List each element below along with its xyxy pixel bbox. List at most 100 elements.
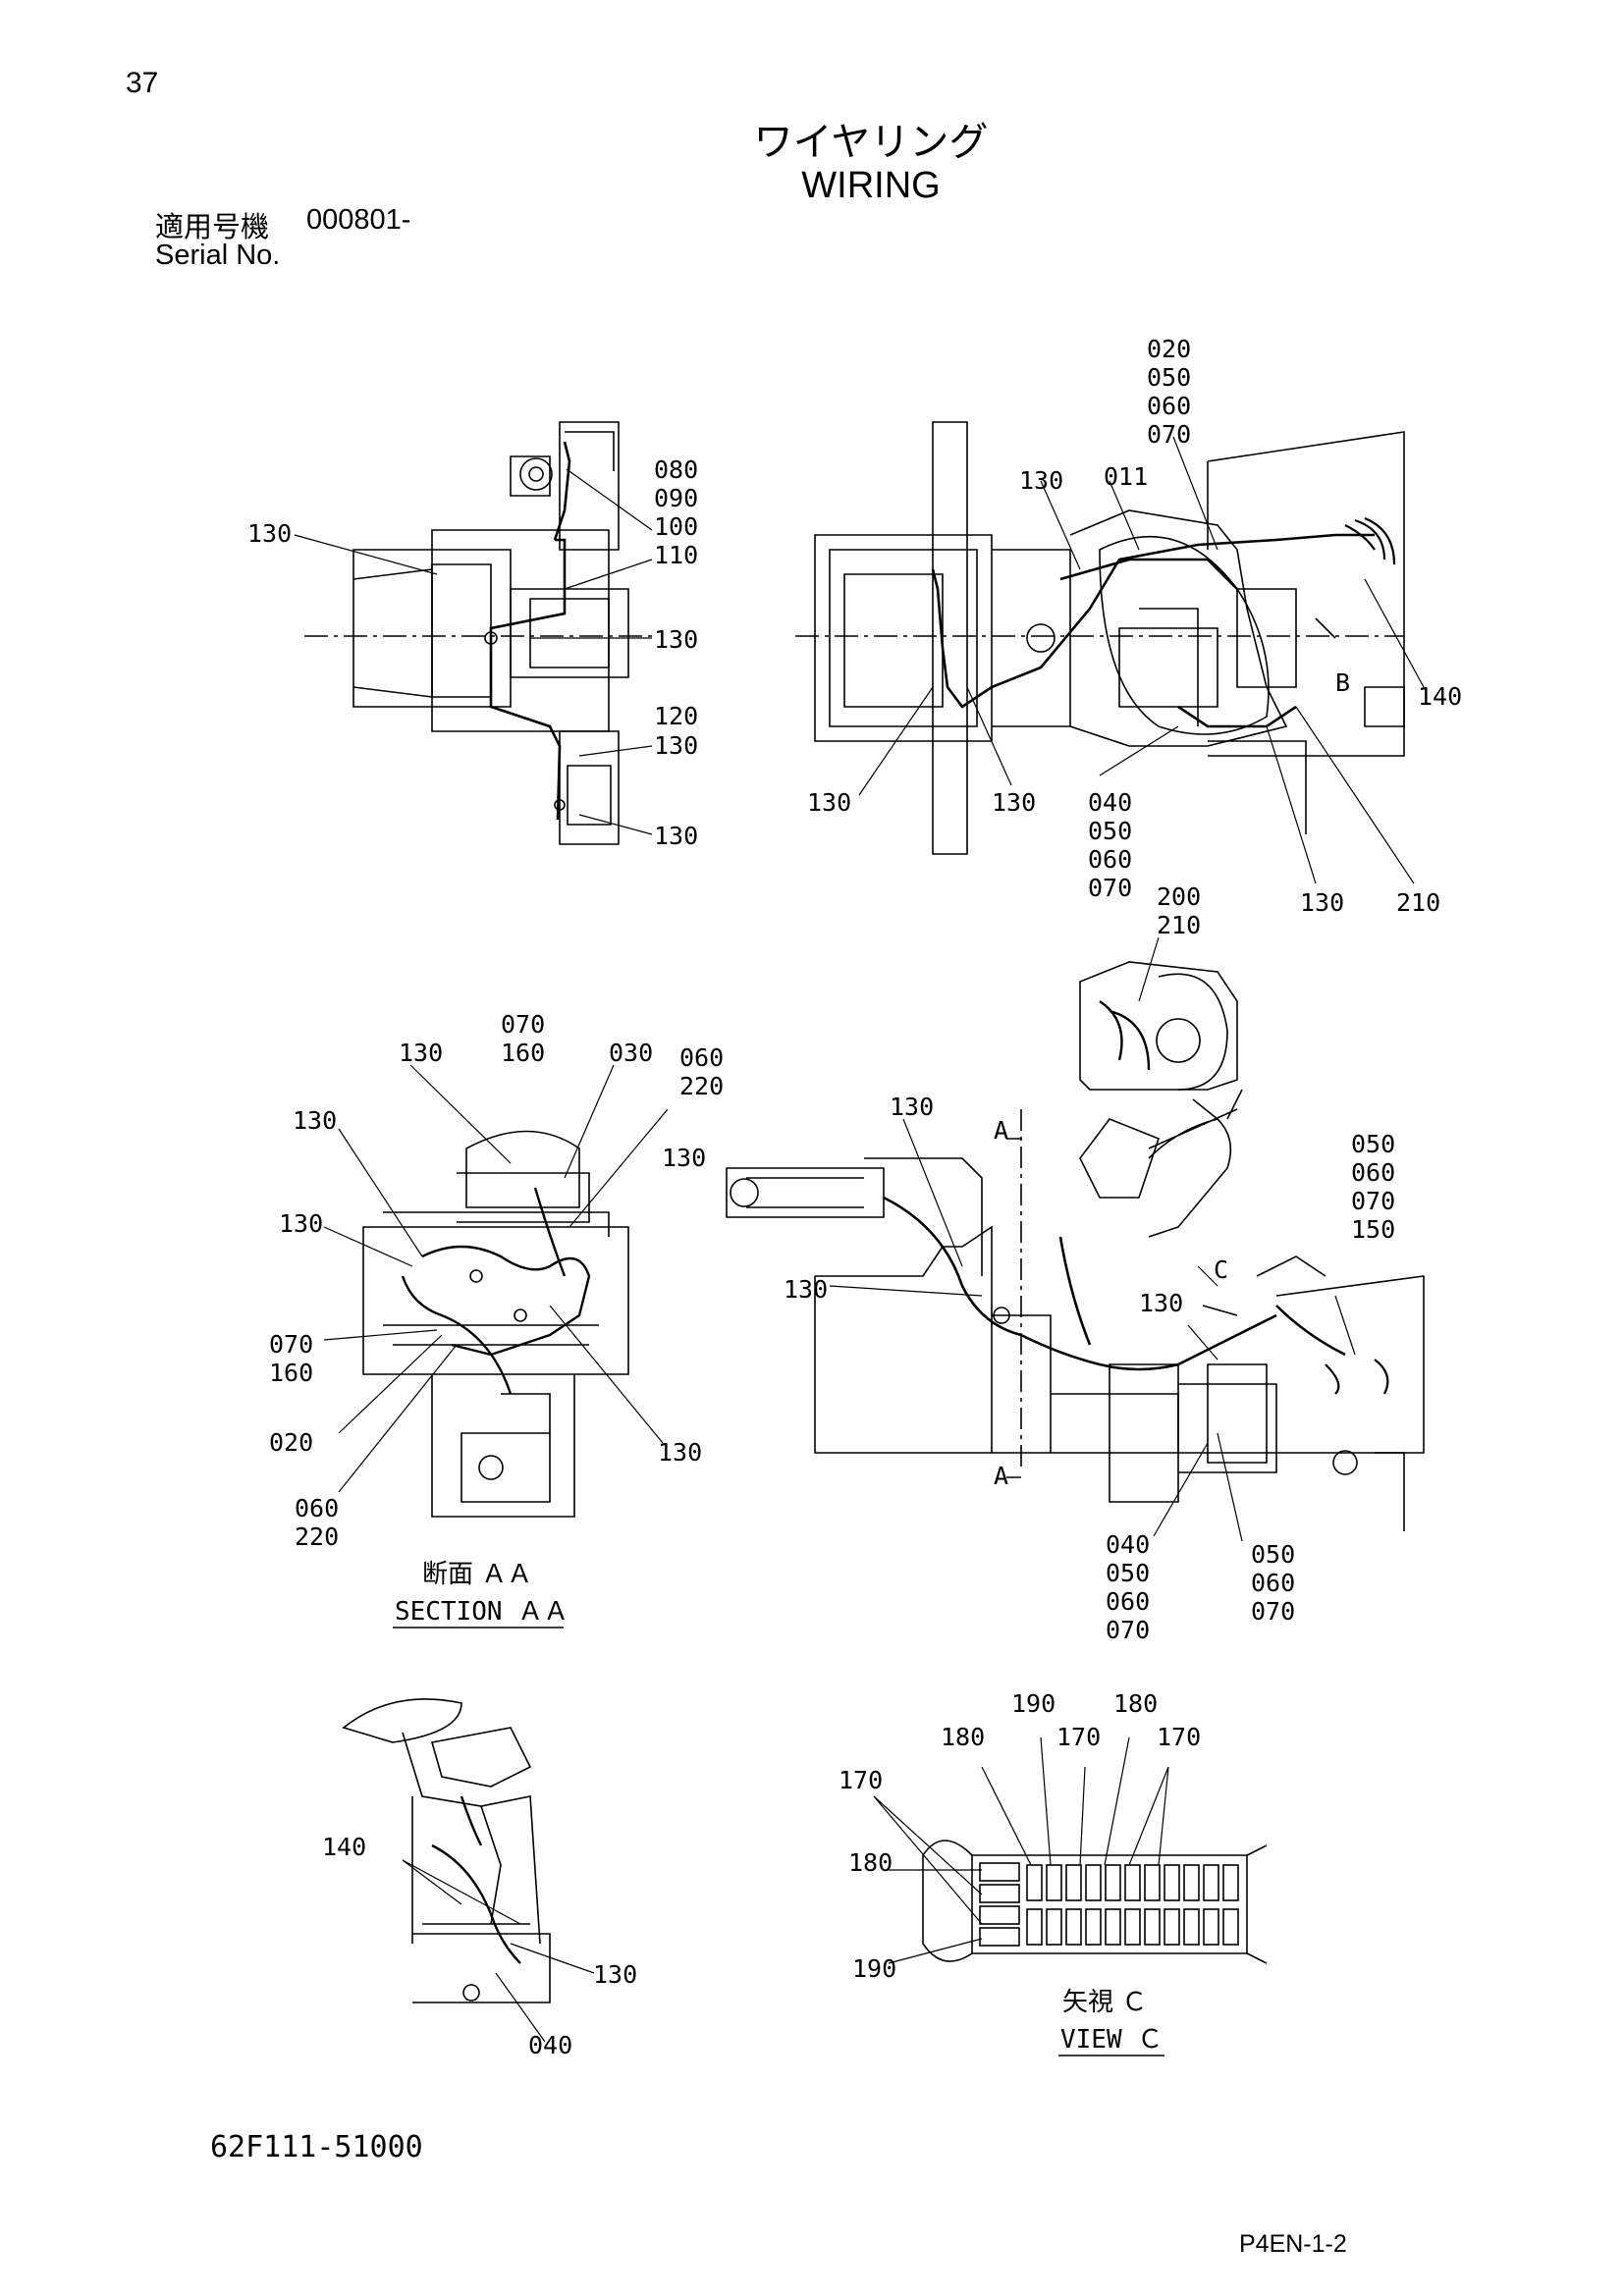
callout-190: 190 — [1011, 1689, 1056, 1718]
page-number: 37 — [126, 67, 159, 99]
plan-view-frame — [304, 421, 658, 845]
callout-110: 110 — [654, 541, 698, 569]
callout-090: 090 — [654, 484, 698, 512]
callout-070: 070 — [269, 1330, 313, 1359]
page-code: P4EN-1-2 — [1239, 2230, 1347, 2258]
callout-130: 130 — [784, 1275, 828, 1304]
callout-030: 030 — [609, 1039, 653, 1067]
plan-view-cab — [795, 421, 1405, 855]
callout-160: 160 — [269, 1359, 313, 1387]
callout-130: 130 — [658, 1438, 702, 1467]
fuse-slot — [1026, 1908, 1043, 1946]
callout-130: 130 — [654, 822, 698, 850]
callout-130: 130 — [593, 1960, 637, 1989]
callout-060: 060 — [295, 1494, 339, 1522]
view-c-caption: VIEW Ｃ — [1060, 2025, 1163, 2055]
section-marker-a: A — [994, 1116, 1008, 1145]
callout-070: 070 — [501, 1010, 545, 1039]
side-view — [726, 1089, 1425, 1531]
callout-070: 070 — [1088, 874, 1132, 902]
fuse-slot — [1105, 1908, 1121, 1946]
serial-number-value: 000801- — [306, 204, 411, 236]
callout-130: 130 — [293, 1106, 337, 1135]
callout-130: 130 — [1300, 888, 1344, 917]
callout-040: 040 — [1088, 788, 1132, 817]
callout-220: 220 — [679, 1072, 724, 1100]
fuse-slot — [1026, 1864, 1043, 1901]
fuse-slot — [1085, 1908, 1102, 1946]
callout-200: 200 — [1157, 882, 1201, 911]
serial-label-japanese: 適用号機 — [155, 210, 270, 243]
relay-slot — [979, 1927, 1020, 1947]
fuse-slot — [1065, 1864, 1082, 1901]
relay-slot — [979, 1884, 1020, 1903]
fuse-cell-grid — [979, 1862, 1239, 1947]
section-marker-a: A — [994, 1462, 1008, 1490]
fuse-slot — [1164, 1864, 1180, 1901]
callout-140: 140 — [322, 1833, 366, 1861]
fuse-slot — [1124, 1864, 1141, 1901]
callout-060: 060 — [1106, 1587, 1150, 1616]
callout-130: 130 — [1139, 1289, 1183, 1317]
fuse-slot — [1144, 1864, 1161, 1901]
fuse-slot — [1222, 1864, 1239, 1901]
callout-070: 070 — [1147, 420, 1191, 449]
fuse-slot — [1046, 1864, 1062, 1901]
section-aa-caption: SECTION ＡＡ — [395, 1597, 568, 1627]
view-marker-c: C — [1214, 1255, 1228, 1284]
fuse-slot — [1222, 1908, 1239, 1946]
callout-130: 130 — [1019, 466, 1063, 495]
callout-050: 050 — [1106, 1559, 1150, 1587]
callout-130: 130 — [399, 1039, 443, 1067]
callout-130: 130 — [279, 1209, 323, 1238]
callout-040: 040 — [1106, 1530, 1150, 1559]
fuse-slot — [1124, 1908, 1141, 1946]
callout-180: 180 — [848, 1848, 893, 1877]
callout-120: 120 — [654, 702, 698, 730]
callout-130: 130 — [654, 731, 698, 760]
callout-160: 160 — [501, 1039, 545, 1067]
fuse-slot — [1065, 1908, 1082, 1946]
callout-100: 100 — [654, 512, 698, 541]
callout-130: 130 — [247, 519, 292, 548]
leader-lines — [294, 436, 1425, 2043]
relay-slot — [979, 1905, 1020, 1925]
callout-130: 130 — [992, 788, 1036, 817]
fuse-slot — [1144, 1908, 1161, 1946]
callout-040: 040 — [528, 2031, 572, 2059]
fuse-slot — [1183, 1864, 1200, 1901]
callout-060: 060 — [1147, 392, 1191, 420]
callout-130: 130 — [654, 625, 698, 654]
caption-underlines — [393, 1627, 1164, 2056]
callout-170: 170 — [1157, 1723, 1201, 1751]
callout-050: 050 — [1351, 1130, 1395, 1158]
relay-slot — [979, 1862, 1020, 1882]
callout-070: 070 — [1351, 1187, 1395, 1215]
fuse-slot — [1203, 1864, 1219, 1901]
view-marker-b: B — [1335, 668, 1350, 697]
callout-011: 011 — [1104, 462, 1148, 491]
callout-130: 130 — [807, 788, 851, 817]
callout-210: 210 — [1396, 888, 1440, 917]
fuse-slot — [1183, 1908, 1200, 1946]
callout-130: 130 — [890, 1093, 934, 1121]
callout-210: 210 — [1157, 911, 1201, 939]
bottom-left-view — [342, 1698, 551, 2003]
callout-080: 080 — [654, 455, 698, 484]
callout-050: 050 — [1088, 817, 1132, 845]
fuse-slot — [1046, 1908, 1062, 1946]
callout-070: 070 — [1106, 1616, 1150, 1644]
callout-050: 050 — [1147, 363, 1191, 392]
callout-170: 170 — [839, 1766, 883, 1794]
fuse-slot — [1203, 1908, 1219, 1946]
callout-070: 070 — [1251, 1597, 1295, 1626]
fuse-slot — [1085, 1864, 1102, 1901]
callout-180: 180 — [941, 1723, 985, 1751]
part-number: 62F111-51000 — [210, 2130, 423, 2164]
callout-020: 020 — [269, 1428, 313, 1457]
steering-inset — [1079, 961, 1238, 1091]
callout-140: 140 — [1418, 682, 1462, 711]
callout-130: 130 — [662, 1144, 706, 1172]
callout-060: 060 — [1088, 845, 1132, 874]
